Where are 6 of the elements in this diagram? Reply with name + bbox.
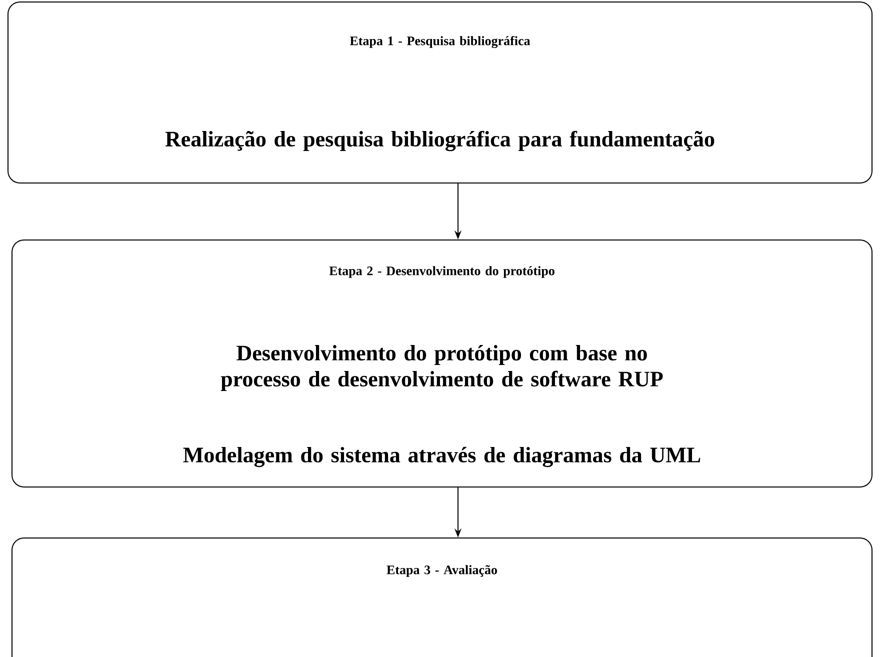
heading: Etapa 3 - Avaliação xyxy=(386,565,497,577)
body-text: Realização de pesquisa bibliográfica para fundamentação xyxy=(165,130,714,152)
body-text: Modelagem do sistema através de diagramas da UML xyxy=(183,446,700,468)
heading: Etapa 1 - Pesquisa bibliográfica xyxy=(350,36,530,48)
body-text: Desenvolvimento do protótipo com base no processo de desenvolvimento de software RUP xyxy=(220,345,663,391)
heading: Etapa 2 - Desenvolvimento do protótipo xyxy=(329,266,554,278)
